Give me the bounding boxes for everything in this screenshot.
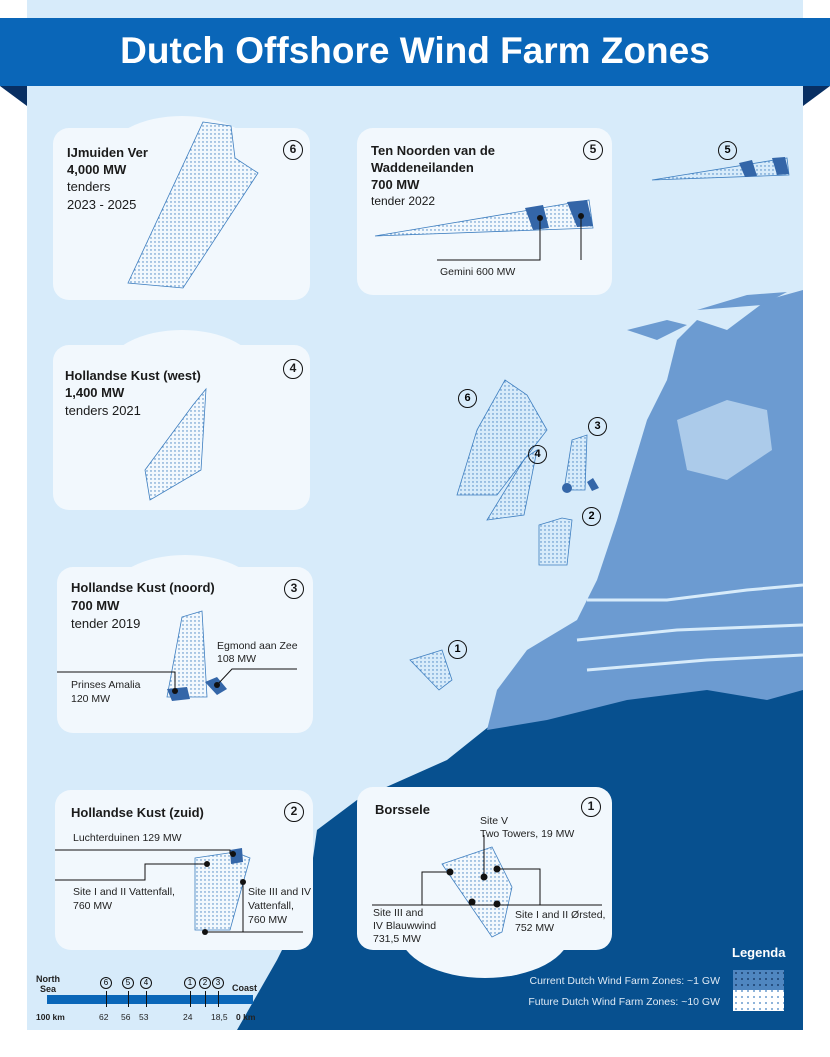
zone-1-shape	[372, 835, 602, 938]
rivers	[576, 583, 803, 672]
legend-future-label: Future Dutch Wind Farm Zones: ~10 GW	[528, 996, 720, 1008]
scale-tick	[128, 991, 129, 1007]
map-marker-6: 6	[458, 389, 477, 408]
ijsselmeer	[677, 400, 772, 480]
wind-farm-label: Luchterduinen 129 MW	[73, 832, 182, 844]
wind-farm-label: 760 MW	[73, 900, 113, 912]
card-capacity: 1,400 MW	[65, 385, 125, 400]
card-title: Borssele	[375, 802, 430, 817]
map-marker-1: 1	[448, 640, 467, 659]
scale-mark-6: 6	[100, 977, 112, 989]
card-title: Hollandse Kust (noord)	[71, 580, 215, 595]
wind-farm-label: Two Towers, 19 MW	[480, 828, 575, 840]
card-subtitle: tenders	[67, 179, 111, 194]
card-title: Waddeneilanden	[371, 160, 474, 175]
scale-tick	[190, 991, 191, 1007]
zone-number-badge: 5	[583, 140, 603, 160]
map-marker-2: 2	[582, 507, 601, 526]
wind-farm-label: Egmond aan Zee	[217, 640, 298, 652]
map-marker-5: 5	[718, 141, 737, 160]
card-hk-west: Hollandse Kust (west) 1,400 MW tenders 2…	[53, 330, 310, 510]
scale-km: 62	[99, 1012, 109, 1022]
wind-farm-label: 752 MW	[515, 922, 555, 934]
scale-bar	[47, 995, 253, 1004]
map-marker-4: 4	[528, 445, 547, 464]
scale-start: 100 km	[36, 1012, 65, 1022]
zone-2-shape	[55, 848, 303, 935]
card-capacity: 700 MW	[371, 177, 420, 192]
card-title: Ten Noorden van de	[371, 143, 495, 158]
card-capacity: 700 MW	[71, 598, 120, 613]
card-subtitle: tender 2019	[71, 616, 141, 631]
scale-km: 53	[139, 1012, 149, 1022]
zone-number-badge: 1	[581, 797, 601, 817]
zone-5-map	[651, 157, 790, 181]
wind-farm-label: 760 MW	[248, 914, 288, 926]
page-title: Dutch Offshore Wind Farm Zones	[0, 18, 830, 86]
wind-farm-label: Gemini 600 MW	[440, 266, 516, 278]
wind-farm-label: Site I and II Ørsted,	[515, 909, 606, 921]
wind-farm-label: Prinses Amalia	[71, 679, 141, 691]
zone-6-shape	[127, 121, 259, 289]
banner-fold-left	[0, 86, 27, 106]
scale-mark-5: 5	[122, 977, 134, 989]
card-subtitle: 2023 - 2025	[67, 197, 137, 212]
zone-3-shape	[57, 610, 297, 701]
scale-mark-2: 2	[199, 977, 211, 989]
scale-km: 24	[183, 1012, 193, 1022]
wadden-islands	[627, 292, 787, 340]
zone-number-badge: 2	[284, 802, 304, 822]
legend-title: Legenda	[732, 945, 786, 960]
wind-farm-label: Site III and IV	[248, 886, 312, 898]
scale-tick	[146, 991, 147, 1007]
card-wadden: Ten Noorden van de Waddeneilanden 700 MW…	[357, 128, 612, 295]
netherlands-land	[487, 290, 803, 730]
zone-3-map	[563, 434, 588, 491]
zone-1-map	[409, 649, 453, 691]
scale-km: 18,5	[211, 1012, 228, 1022]
scale-left-label: North	[36, 974, 60, 984]
legend-current-label: Current Dutch Wind Farm Zones: ~1 GW	[529, 975, 720, 987]
legend-swatches	[733, 970, 784, 1011]
card-hk-zuid: Hollandse Kust (zuid) 2 Luchterduinen 12…	[55, 790, 313, 950]
card-hk-noord: Hollandse Kust (noord) 700 MW tender 201…	[57, 555, 313, 733]
wind-farm-label: Vattenfall,	[248, 900, 294, 912]
scale-tick	[205, 991, 206, 1007]
wind-farm-label: Site I and II Vattenfall,	[73, 886, 175, 898]
map-marker-3: 3	[588, 417, 607, 436]
wind-farm-label: 731,5 MW	[373, 933, 421, 945]
zone-6-map	[456, 379, 548, 496]
card-title: IJmuiden Ver	[67, 145, 148, 160]
card-subtitle: tenders 2021	[65, 403, 141, 418]
scale-end: 0 km	[236, 1012, 256, 1022]
scale-mark-1: 1	[184, 977, 196, 989]
card-capacity: 4,000 MW	[67, 162, 127, 177]
wind-farm-label: 108 MW	[217, 653, 257, 665]
banner-fold-right	[803, 86, 830, 106]
wind-farm-label: Site V	[480, 815, 509, 827]
scale-tick	[106, 991, 107, 1007]
wind-farm-label: IV Blauwwind	[373, 920, 437, 932]
zone-2-map	[538, 517, 573, 566]
card-title: Hollandse Kust (west)	[65, 368, 201, 383]
wind-farm-label: 120 MW	[71, 693, 111, 705]
card-ijmuiden-ver: IJmuiden Ver 4,000 MW tenders 2023 - 202…	[53, 116, 310, 300]
zone-number-badge: 4	[283, 359, 303, 379]
scale-mark-3: 3	[212, 977, 224, 989]
card-borssele: Borssele 1 Site V Two Towers, 19 MW Site…	[357, 787, 612, 978]
scale-km: 56	[121, 1012, 131, 1022]
zone-number-badge: 3	[284, 579, 304, 599]
zone-5-shape	[374, 199, 594, 261]
scale-left-label: Sea	[39, 984, 56, 994]
wind-farm-label: Site III and	[373, 907, 424, 919]
zone-number-badge: 6	[283, 140, 303, 160]
card-subtitle: tender 2022	[371, 194, 436, 208]
card-title: Hollandse Kust (zuid)	[71, 805, 204, 820]
zone-4-shape	[144, 387, 207, 501]
scale-mark-4: 4	[140, 977, 152, 989]
scale-coast-label: Coast	[232, 983, 258, 993]
scale-tick	[218, 991, 219, 1007]
